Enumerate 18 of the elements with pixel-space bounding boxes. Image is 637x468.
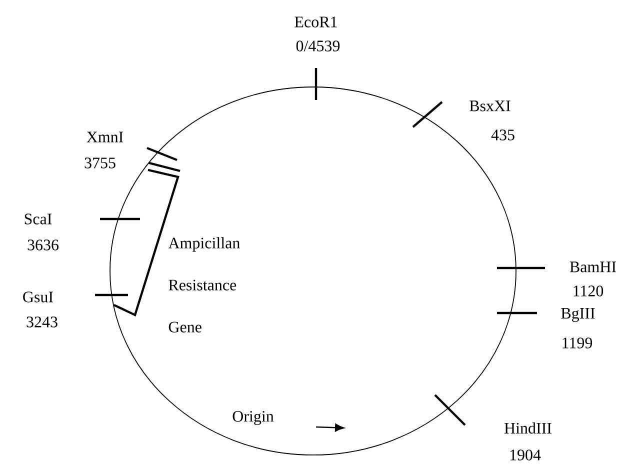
site-position: 1904: [510, 450, 541, 460]
site-name: BsxXI: [470, 100, 510, 112]
site-name: HindIII: [504, 422, 552, 434]
site-name: EcoR1: [294, 16, 337, 28]
site-position: 3243: [26, 316, 58, 328]
gene-label: Ampicillan Resistance Gene: [168, 237, 240, 332]
site-name: BamHI: [570, 262, 616, 272]
site-position: 1199: [562, 338, 592, 348]
site-name: BgIII: [561, 308, 595, 322]
site-position: 0/4539: [296, 40, 340, 52]
site-name: GsuI: [23, 292, 53, 302]
site-position: 3755: [84, 158, 116, 168]
site-position: 1120: [574, 286, 604, 296]
site-position: 435: [491, 130, 514, 140]
site-name: XmnI: [86, 132, 124, 142]
site-position: 3636: [28, 240, 59, 250]
site-name: ScaI: [24, 214, 52, 224]
region-label: Origin: [232, 410, 274, 425]
